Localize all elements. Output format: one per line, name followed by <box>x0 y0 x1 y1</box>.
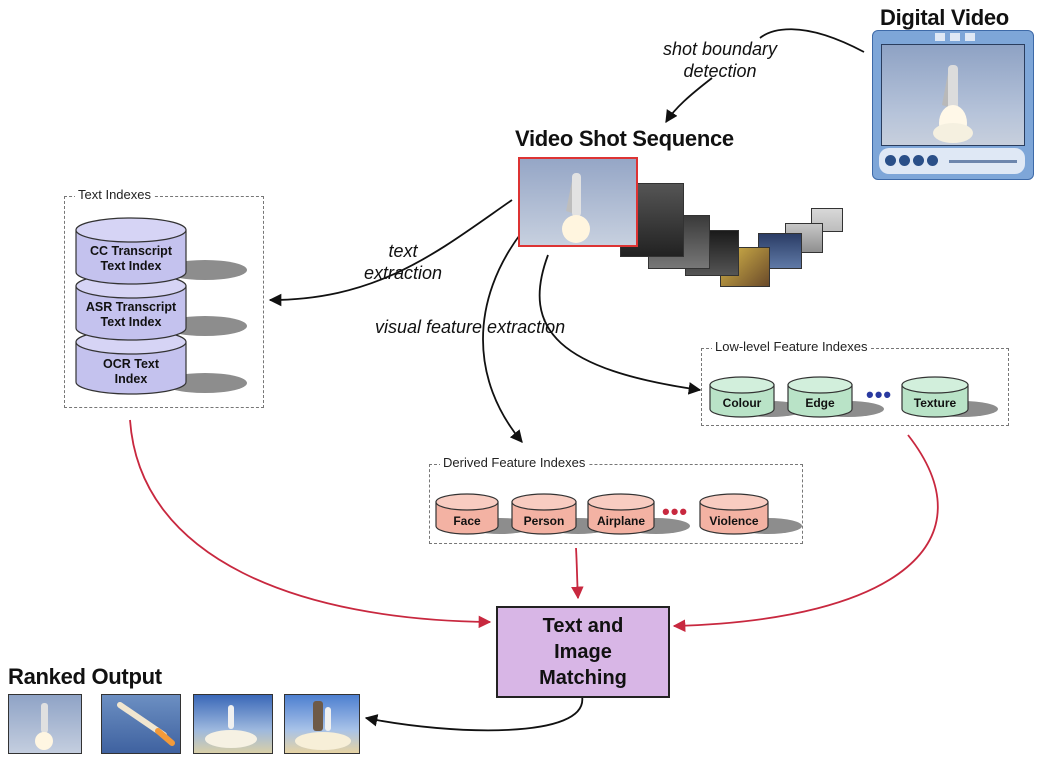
text-extraction-label: text extraction <box>363 241 443 283</box>
player-control-bar <box>879 148 1025 174</box>
ranked-result-2-image <box>117 702 175 746</box>
ranked-output-title: Ranked Output <box>8 664 162 689</box>
digital-video-title: Digital Video <box>880 5 1009 30</box>
arrow-shot-boundary-down <box>665 77 713 124</box>
text-indexes-group: Text Indexes <box>64 187 264 408</box>
stop-button[interactable] <box>899 155 910 166</box>
ranked-result-1-image <box>35 703 53 750</box>
ocr-text-index: OCR Text Index <box>102 357 160 386</box>
prev-button[interactable] <box>913 155 924 166</box>
video-player-window[interactable] <box>872 30 1034 180</box>
face-index: Face <box>453 514 481 528</box>
volume-slider[interactable] <box>949 160 1017 163</box>
arrow-visual-lowlevel <box>538 254 702 395</box>
colour-index: Colour <box>722 396 762 410</box>
low-level-label: Low-level Feature Indexes <box>712 339 871 354</box>
ranked-result-4[interactable] <box>284 694 360 754</box>
arrow-matching-to-output <box>364 695 583 732</box>
arrow-text-extraction <box>268 199 513 307</box>
airplane-index: Airplane <box>596 514 645 528</box>
derived-label: Derived Feature Indexes <box>440 455 589 470</box>
low-level-group: Low-level Feature Indexes <box>701 339 1009 426</box>
shuttle-thumb-image <box>562 173 590 243</box>
matching-label: Text and Image Matching <box>539 615 627 689</box>
next-button[interactable] <box>927 155 938 166</box>
arrow-lowlevel-to-matching <box>672 434 939 632</box>
shot-sequence-frames <box>515 155 855 295</box>
violence-index: Violence <box>709 514 759 528</box>
text-image-matching-box: Text and Image Matching <box>496 606 670 698</box>
shot-frame-current[interactable] <box>518 157 638 247</box>
player-title-bar <box>877 33 1027 43</box>
play-button[interactable] <box>885 155 896 166</box>
low-level-ellipsis: ••• <box>866 382 893 407</box>
texture-index: Texture <box>913 396 957 410</box>
derived-group: Derived Feature Indexes <box>429 455 803 544</box>
asr-transcript-index: ASR Transcript Text Index <box>85 300 177 329</box>
arrow-derived-to-matching <box>571 547 584 600</box>
ranked-result-2[interactable] <box>101 694 181 754</box>
shot-sequence-title: Video Shot Sequence <box>515 126 734 151</box>
ranked-result-3[interactable] <box>193 694 273 754</box>
shot-boundary-label: shot boundary detection <box>662 39 778 81</box>
edge-index: Edge <box>805 396 835 410</box>
text-indexes-label: Text Indexes <box>75 187 154 202</box>
window-controls-icon[interactable] <box>935 33 975 41</box>
derived-ellipsis: ••• <box>662 499 689 524</box>
arrow-visual-derived <box>482 231 523 443</box>
ranked-result-4-image <box>295 701 351 750</box>
player-video-frame <box>881 44 1025 146</box>
visual-feature-label: visual feature extraction <box>375 317 566 337</box>
arrow-shot-boundary <box>759 28 865 53</box>
ranked-result-1[interactable] <box>8 694 82 754</box>
ranked-result-3-image <box>205 705 257 748</box>
person-index: Person <box>523 514 565 528</box>
shuttle-launch-image <box>933 65 973 143</box>
arrow-text-to-matching <box>129 419 492 629</box>
cc-transcript-index: CC Transcript Text Index <box>90 244 172 273</box>
